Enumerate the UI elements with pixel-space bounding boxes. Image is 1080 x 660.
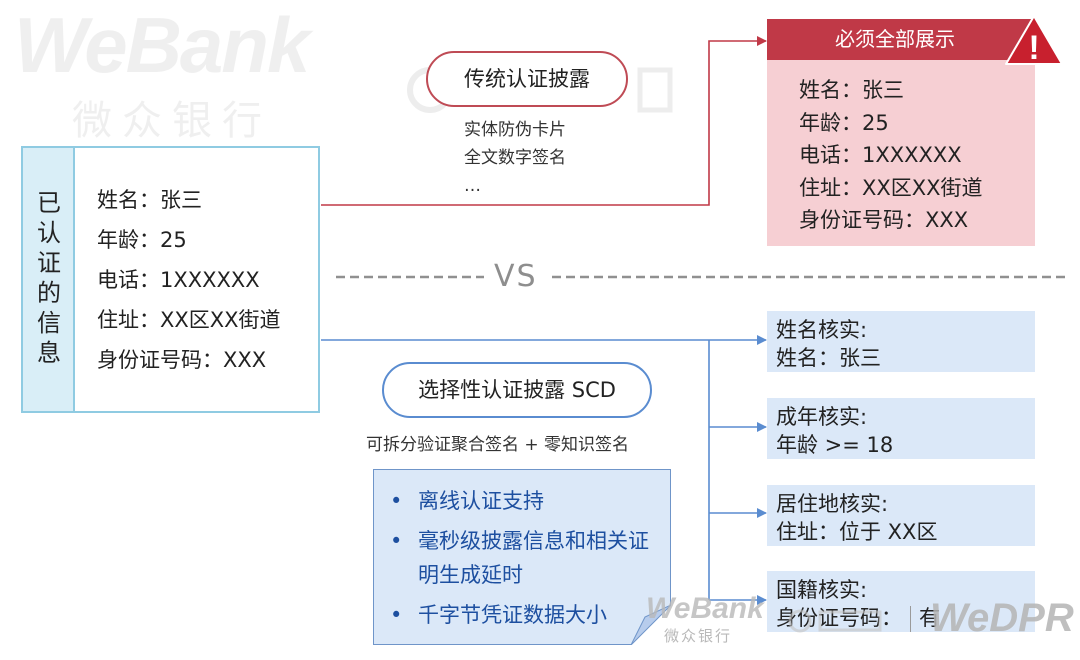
feature-list: • 离线认证支持 • 毫秒级披露信息和相关证明生成延时 • 千字节凭证数据大小 (390, 484, 660, 638)
verify-residence-title: 居住地核实: (776, 492, 889, 516)
feature-item-text: 毫秒级披露信息和相关证明生成延时 (418, 529, 649, 587)
watermark-webank-small: WeBank (646, 592, 764, 625)
verify-name-box: 姓名核实: 姓名：张三 (767, 311, 1035, 372)
verified-info-sidebar: 已认证的信息 (23, 148, 75, 411)
warning-mark: ! (1028, 29, 1039, 66)
verified-info-title-char: 已 (37, 189, 61, 217)
verified-info-title-char: 的 (37, 279, 61, 307)
must-show-fields: 姓名：张三 年龄：25 电话：1XXXXXX 住址：XX区XX街道 身份证号码：… (767, 60, 1035, 246)
traditional-method-item: 全文数字签名 (464, 148, 566, 168)
must-show-field-name: 姓名：张三 (799, 78, 904, 102)
verified-field-name: 姓名：张三 (97, 188, 202, 212)
watermark-brand-cn: 微众银行 (72, 98, 272, 144)
feature-item: • 毫秒级披露信息和相关证明生成延时 (390, 524, 660, 592)
bullet-icon: • (390, 603, 403, 627)
bullet-icon: • (390, 529, 403, 553)
verified-info-title: 已认证的信息 (23, 188, 75, 368)
verified-info-title-char: 证 (37, 249, 61, 277)
verify-residence-value: 住址：位于 XX区 (776, 520, 938, 544)
verify-adult-value: 年龄 >= 18 (776, 433, 894, 457)
selective-disclosure-pill: 选择性认证披露 SCD (382, 362, 652, 418)
verify-residence-box: 居住地核实: 住址：位于 XX区 (767, 485, 1035, 546)
feature-item-text: 千字节凭证数据大小 (418, 603, 607, 627)
must-show-field-age: 年龄：25 (799, 110, 889, 135)
verify-nationality-title: 国籍核实: (776, 578, 868, 602)
note-folded-corner-icon (631, 605, 671, 645)
selective-connector (321, 335, 767, 605)
feature-item: • 离线认证支持 (390, 484, 660, 518)
nationality-value: 有 (919, 606, 940, 630)
verify-name-value: 姓名：张三 (776, 346, 881, 370)
verified-info-title-char: 认 (37, 219, 61, 247)
traditional-methods: 实体防伪卡片 全文数字签名 … (464, 116, 566, 200)
verified-info-title-char: 信 (37, 309, 61, 337)
verify-adult-box: 成年核实: 年龄 >= 18 (767, 398, 1035, 459)
bottom-watermark: WeBank 微众银行 WeDPR (646, 592, 1076, 652)
webank-watermark: WeBank 微众银行 (14, 2, 374, 152)
verified-field-age: 年龄：25 (97, 228, 187, 252)
traditional-disclosure-pill: 传统认证披露 (426, 51, 628, 107)
watermark-middle-logo (786, 606, 886, 643)
watermark-wedpr: WeDPR (930, 596, 1074, 640)
feature-item: • 千字节凭证数据大小 (390, 598, 660, 632)
selective-subtitle: 可拆分验证聚合签名 + 零知识签名 (366, 435, 630, 455)
feature-item-text: 离线认证支持 (418, 489, 544, 513)
watermark-brand-en: WeBank (14, 1, 310, 89)
traditional-connector (321, 36, 767, 206)
verified-field-address: 住址：XX区XX街道 (97, 308, 281, 332)
middle-logo-icon (788, 609, 882, 633)
bullet-icon: • (390, 489, 403, 513)
vs-label: VS (494, 259, 538, 294)
must-show-field-id: 身份证号码：XXX (799, 208, 969, 232)
must-show-field-address: 住址：XX区XX街道 (799, 175, 983, 200)
must-show-header: 必须全部展示 (767, 19, 1035, 60)
verified-info-fields: 姓名：张三 年龄：25 电话：1XXXXXX 住址：XX区XX街道 身份证号码：… (97, 180, 281, 380)
feature-note (373, 469, 671, 645)
traditional-method-item: 实体防伪卡片 (464, 120, 566, 140)
verified-field-phone: 电话：1XXXXXX (97, 268, 260, 292)
verify-adult-title: 成年核实: (776, 405, 868, 429)
watermark-webank-cn-small: 微众银行 (664, 627, 733, 645)
verified-info-box: 已认证的信息 姓名：张三 年龄：25 电话：1XXXXXX 住址：XX区XX街道… (21, 146, 320, 413)
traditional-method-item: … (464, 176, 481, 196)
verified-field-id: 身份证号码：XXX (97, 348, 267, 372)
nationality-separator (910, 606, 911, 632)
must-show-field-phone: 电话：1XXXXXX (799, 143, 962, 167)
verified-info-title-char: 息 (37, 339, 61, 367)
verify-name-title: 姓名核实: (776, 318, 868, 342)
warning-icon: ! (1005, 15, 1063, 66)
